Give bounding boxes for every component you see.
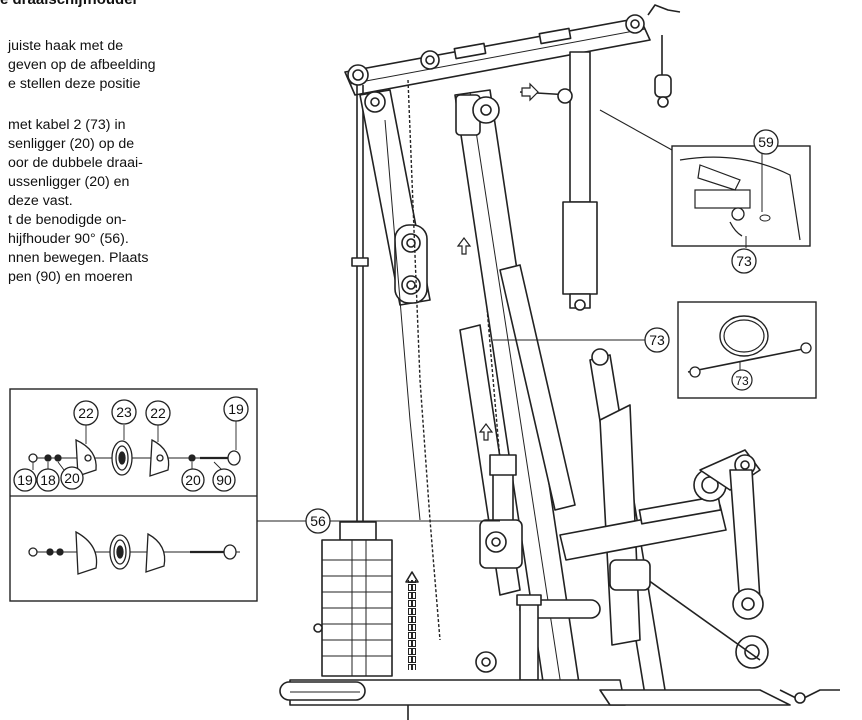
svg-text:20: 20 <box>64 470 80 486</box>
callout-20-right: 20 <box>181 468 205 492</box>
svg-text:73: 73 <box>736 253 752 269</box>
svg-text:20: 20 <box>185 472 201 488</box>
svg-text:19: 19 <box>228 401 244 417</box>
callout-18: 18 <box>36 468 60 492</box>
callout-73-cable: 73 <box>644 327 670 353</box>
instruction-line-11: nnen bewegen. Plaats <box>8 250 149 266</box>
callout-20-left: 20 <box>60 466 84 490</box>
svg-text:73: 73 <box>649 332 665 348</box>
top-beam <box>344 4 681 108</box>
instruction-line-5: senligger (20) op de <box>8 136 135 152</box>
svg-text:73: 73 <box>735 374 749 388</box>
section-heading: e draaischijfhouder <box>0 0 138 9</box>
svg-text:59: 59 <box>758 134 774 150</box>
instruction-line-1: juiste haak met de <box>8 38 124 54</box>
leader-lines <box>32 420 237 471</box>
instruction-line-2: geven op de afbeelding <box>8 57 156 73</box>
exploded-view-upper <box>28 438 241 477</box>
instruction-line-6: oor de dubbele draai- <box>8 155 143 171</box>
callouts: 59 73 73 73 56 22 23 22 <box>13 129 779 534</box>
direction-arrows <box>456 82 539 441</box>
weight-stack <box>313 521 393 677</box>
svg-text:56: 56 <box>310 513 326 529</box>
instruction-line-8: deze vast. <box>8 193 73 209</box>
gym-machine <box>279 4 840 720</box>
instruction-line-7: ussenligger (20) en <box>8 174 130 190</box>
callout-73-detail: 73 <box>731 248 757 274</box>
svg-text:18: 18 <box>40 472 56 488</box>
callout-leaders <box>257 339 645 522</box>
callout-73-cable-small: 73 <box>731 369 753 391</box>
svg-text:22: 22 <box>78 405 94 421</box>
instruction-line-10: hijfhouder 90° (56). <box>8 231 129 247</box>
callout-90: 90 <box>212 468 236 492</box>
callout-22-left: 22 <box>73 400 99 426</box>
floating-pulley <box>359 89 431 306</box>
callout-59: 59 <box>753 129 779 155</box>
svg-text:19: 19 <box>17 472 33 488</box>
callout-23: 23 <box>111 399 137 425</box>
instruction-line-3: e stellen deze positie <box>8 76 141 92</box>
callout-56: 56 <box>305 508 331 534</box>
callout-19-right: 19 <box>223 396 249 422</box>
assembled-view-lower <box>28 530 240 575</box>
instruction-line-4: met kabel 2 (73) in <box>8 117 126 133</box>
callout-22-right: 22 <box>145 400 171 426</box>
instruction-line-9: t de benodigde on- <box>8 212 127 228</box>
detail-box-cable-clip <box>599 109 811 248</box>
svg-text:23: 23 <box>116 404 132 420</box>
svg-text:22: 22 <box>150 405 166 421</box>
callout-19-left: 19 <box>13 468 37 492</box>
instruction-line-12: pen (90) en moeren <box>8 269 133 285</box>
detail-box-pulley-parts <box>9 388 258 602</box>
svg-text:90: 90 <box>216 472 232 488</box>
